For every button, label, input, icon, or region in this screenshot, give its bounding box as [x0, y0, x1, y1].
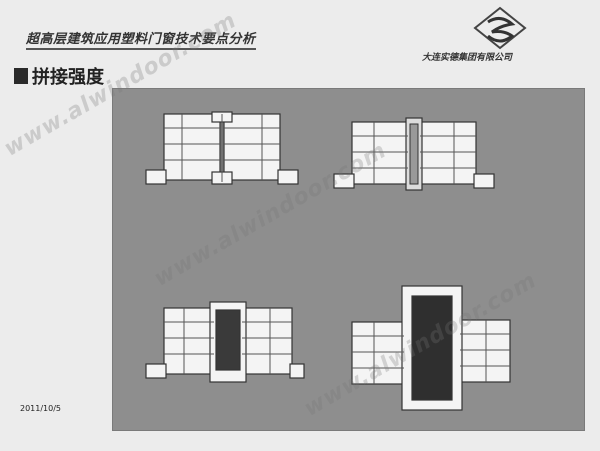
company-name: 大连实德集团有限公司 [422, 53, 513, 63]
profile-assembly-3 [145, 301, 305, 383]
profile-assembly-4 [351, 285, 511, 411]
image-panel [112, 88, 585, 431]
slide-title: 超高层建筑应用塑料门窗技术要点分析 [26, 28, 256, 50]
shide-logo-icon [473, 6, 527, 50]
section-heading: 拼接强度 [14, 63, 104, 89]
section-heading-text: 拼接强度 [32, 67, 104, 88]
profile-assembly-1 [145, 111, 299, 185]
square-bullet-icon [14, 68, 28, 84]
slide-date: 2011/10/5 [20, 404, 62, 413]
profile-assembly-2 [333, 117, 495, 191]
